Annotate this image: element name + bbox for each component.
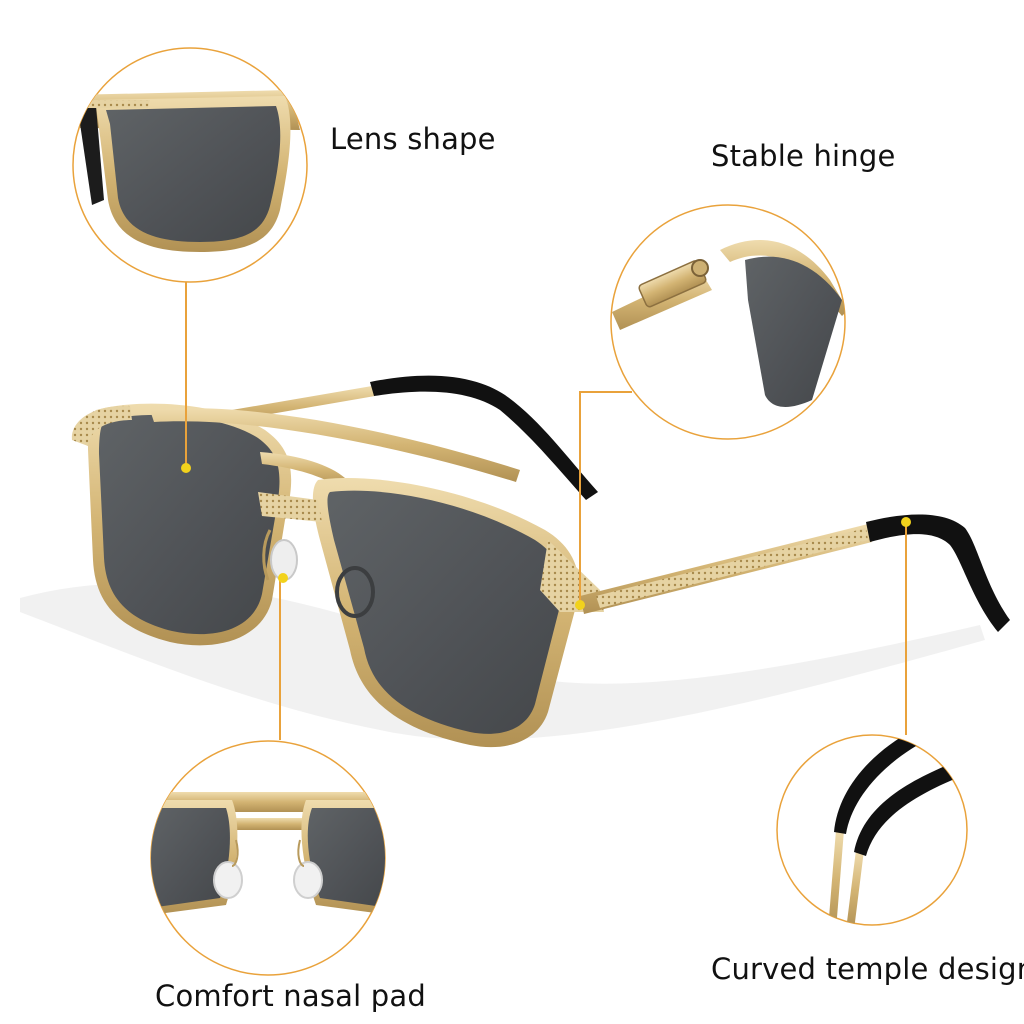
- nose-pad-right: [335, 566, 375, 618]
- marker-dots: [181, 463, 911, 610]
- right-lens: [327, 490, 563, 734]
- marker-dot-temple: [901, 517, 911, 527]
- left-brow-texture: [71, 405, 132, 446]
- far-temple-tip: [370, 375, 598, 500]
- label-lens-shape: Lens shape: [330, 122, 496, 156]
- marker-dot-lens: [181, 463, 191, 473]
- detail-circle-stable-hinge: [610, 204, 846, 440]
- label-curved-temple-design: Curved temple design: [711, 952, 1024, 986]
- label-stable-hinge: Stable hinge: [711, 139, 896, 173]
- sunglasses-main: [71, 375, 1010, 748]
- detail-circle-curved-temple: [776, 734, 968, 926]
- marker-dot-hinge: [575, 600, 585, 610]
- left-lens: [99, 414, 280, 635]
- detail-circle-comfort-nasal-pad: [150, 740, 386, 976]
- marker-dot-nasal: [278, 573, 288, 583]
- detail-circle-lens-shape: [72, 47, 308, 283]
- lower-bridge: [260, 452, 345, 488]
- floor-shadow: [20, 583, 985, 740]
- label-comfort-nasal-pad: Comfort nasal pad: [155, 979, 426, 1013]
- near-temple-tip: [866, 514, 1010, 632]
- near-temple-texture: [596, 528, 868, 608]
- callout-lines: [185, 282, 907, 740]
- bridge-block: [258, 492, 322, 522]
